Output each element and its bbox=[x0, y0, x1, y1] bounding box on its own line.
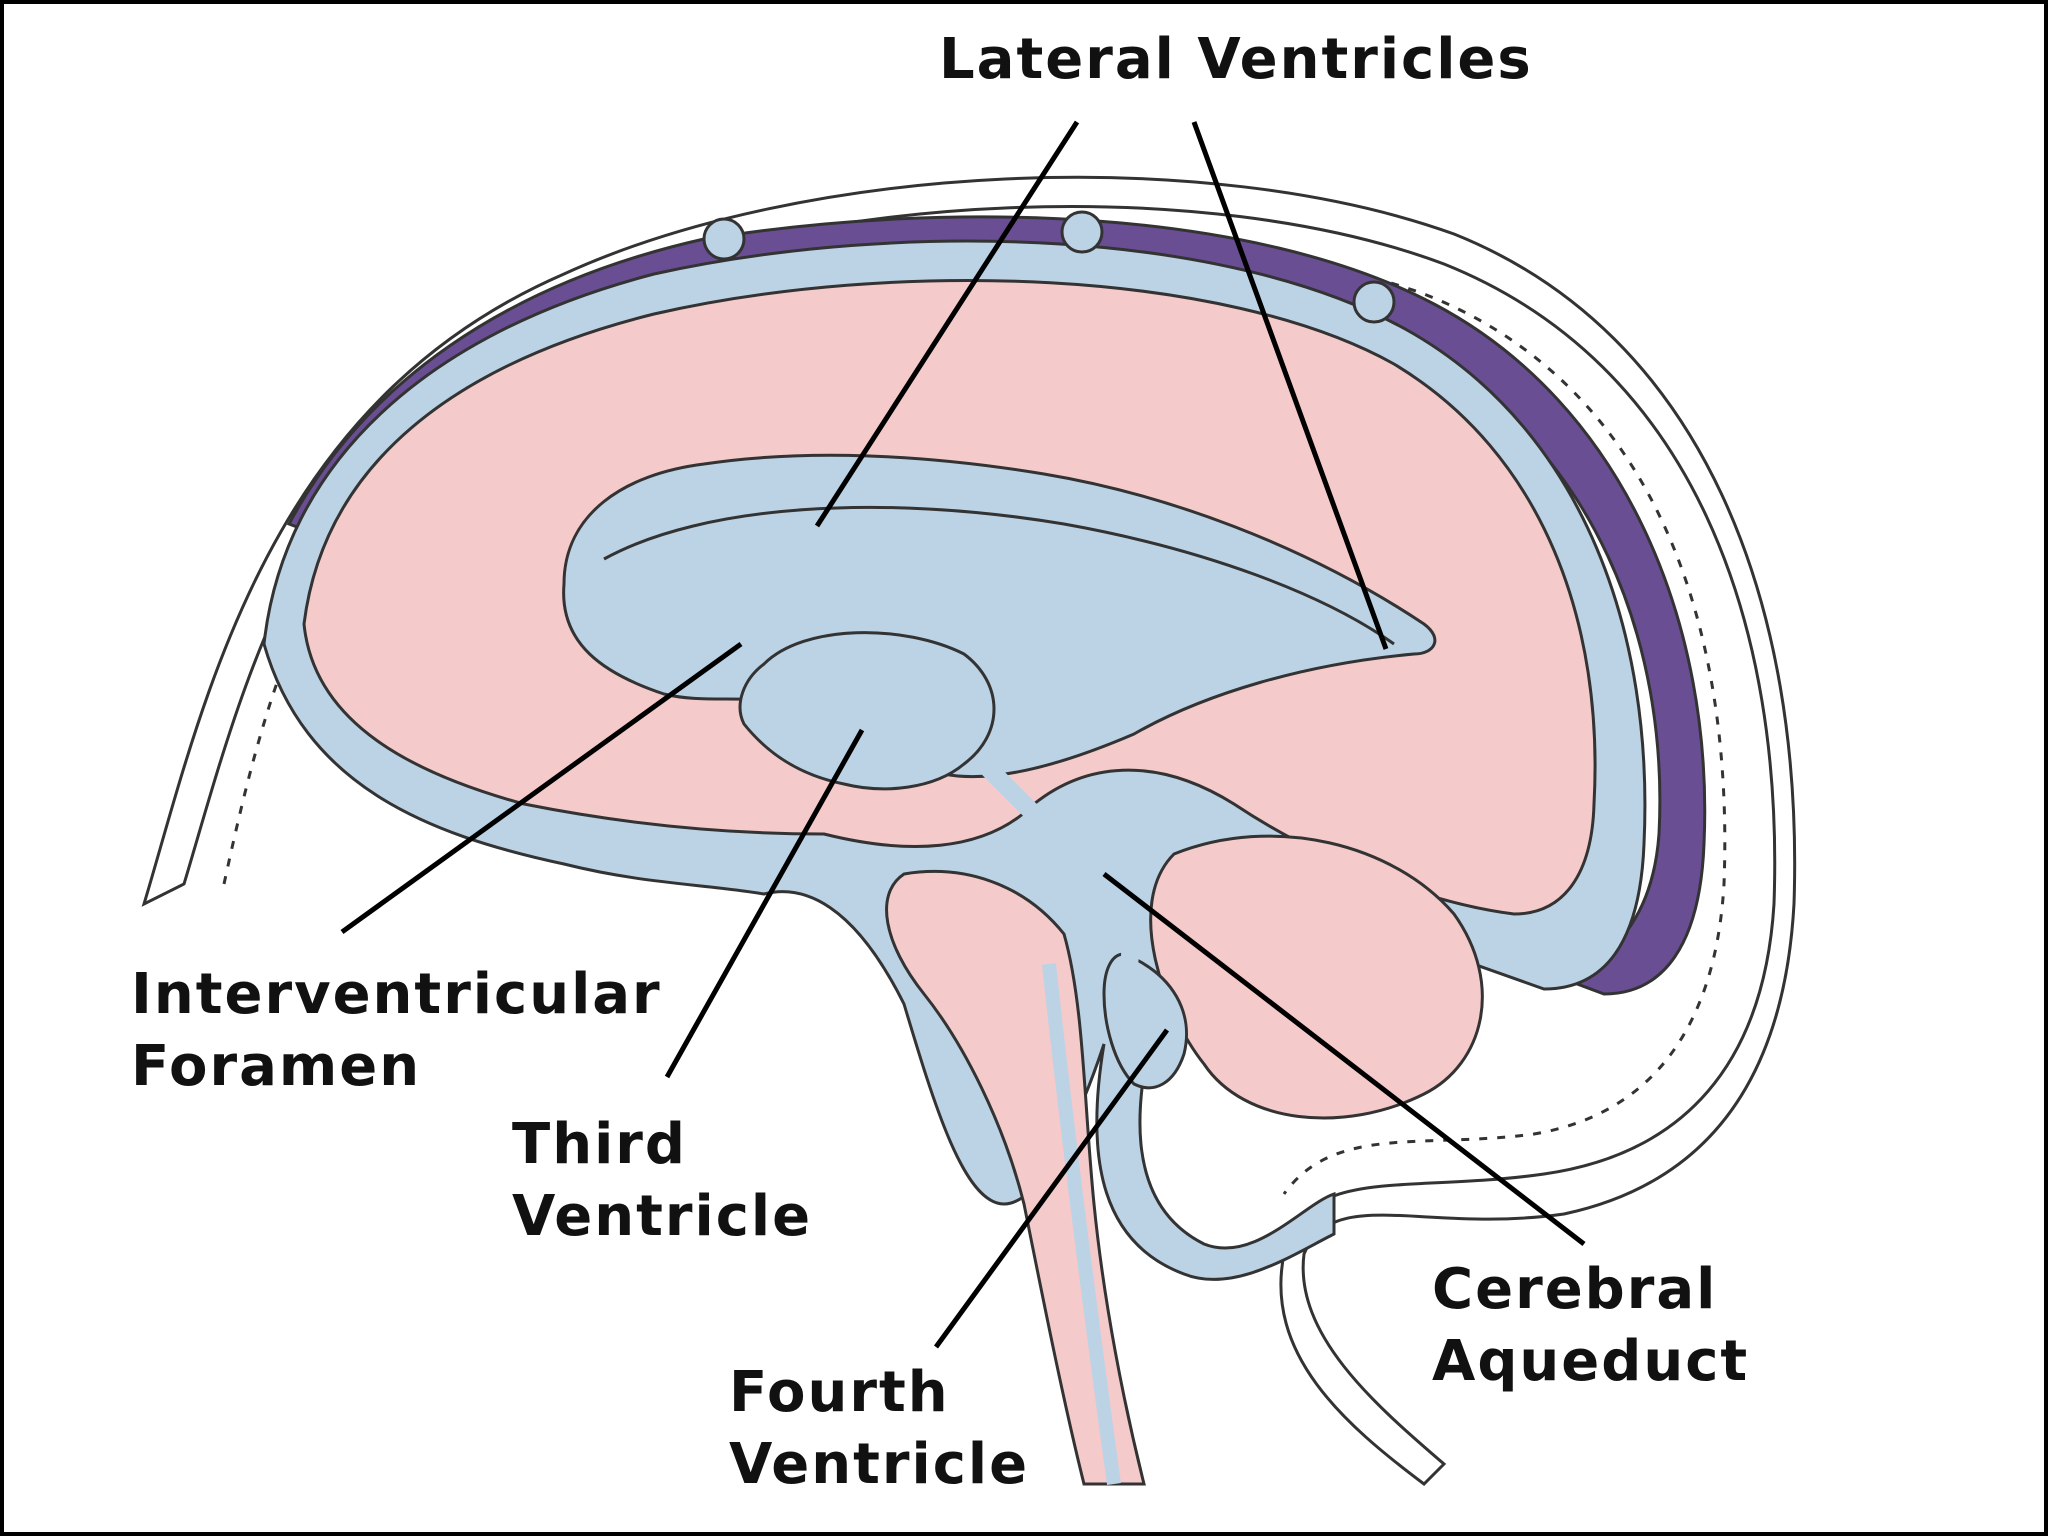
label-fourth-line1: Fourth bbox=[729, 1360, 950, 1425]
third-ventricle bbox=[738, 631, 996, 791]
brainstem bbox=[885, 870, 1146, 1486]
label-fourth-line2: Ventricle bbox=[729, 1432, 1030, 1497]
label-third-line2: Ventricle bbox=[512, 1184, 813, 1249]
leader-line-interventricular bbox=[340, 641, 743, 935]
arachnoid-granulation bbox=[1352, 280, 1396, 324]
brain-ventricles-illustration bbox=[141, 120, 1797, 1486]
label-cerebral-line1: Cerebral bbox=[1432, 1257, 1718, 1322]
label-interventricular-line1: Interventricular bbox=[131, 962, 662, 1027]
leader-line-fourth bbox=[933, 1028, 1170, 1349]
fourth-ventricle bbox=[1102, 952, 1188, 1090]
label-lateral-ventricles: Lateral Ventricles bbox=[939, 24, 1533, 96]
leader-line-cerebral bbox=[1102, 872, 1586, 1246]
label-interventricular-line2: Foramen bbox=[131, 1034, 422, 1099]
label-third-line1: Third bbox=[512, 1112, 687, 1177]
label-interventricular-foramen: Interventricular Foramen bbox=[131, 959, 662, 1103]
leader-line-third bbox=[664, 728, 865, 1079]
central-canal bbox=[1042, 963, 1121, 1485]
scalp-outline bbox=[141, 175, 1797, 1486]
leader-line-lateral-left bbox=[814, 120, 1080, 528]
leader-line-lateral-right bbox=[1191, 121, 1389, 650]
label-cerebral-line2: Aqueduct bbox=[1432, 1329, 1750, 1394]
arachnoid-granulation bbox=[1060, 210, 1104, 254]
arachnoid-granulation bbox=[702, 217, 746, 261]
label-third-ventricle: Third Ventricle bbox=[512, 1109, 812, 1253]
label-cerebral-aqueduct: Cerebral Aqueduct bbox=[1432, 1254, 1749, 1398]
lateral-ventricle-fold bbox=[603, 505, 1395, 646]
aqueduct-channel bbox=[977, 757, 1140, 966]
label-lateral-ventricles-text: Lateral Ventricles bbox=[939, 27, 1533, 92]
label-fourth-ventricle: Fourth Ventricle bbox=[729, 1357, 1029, 1501]
